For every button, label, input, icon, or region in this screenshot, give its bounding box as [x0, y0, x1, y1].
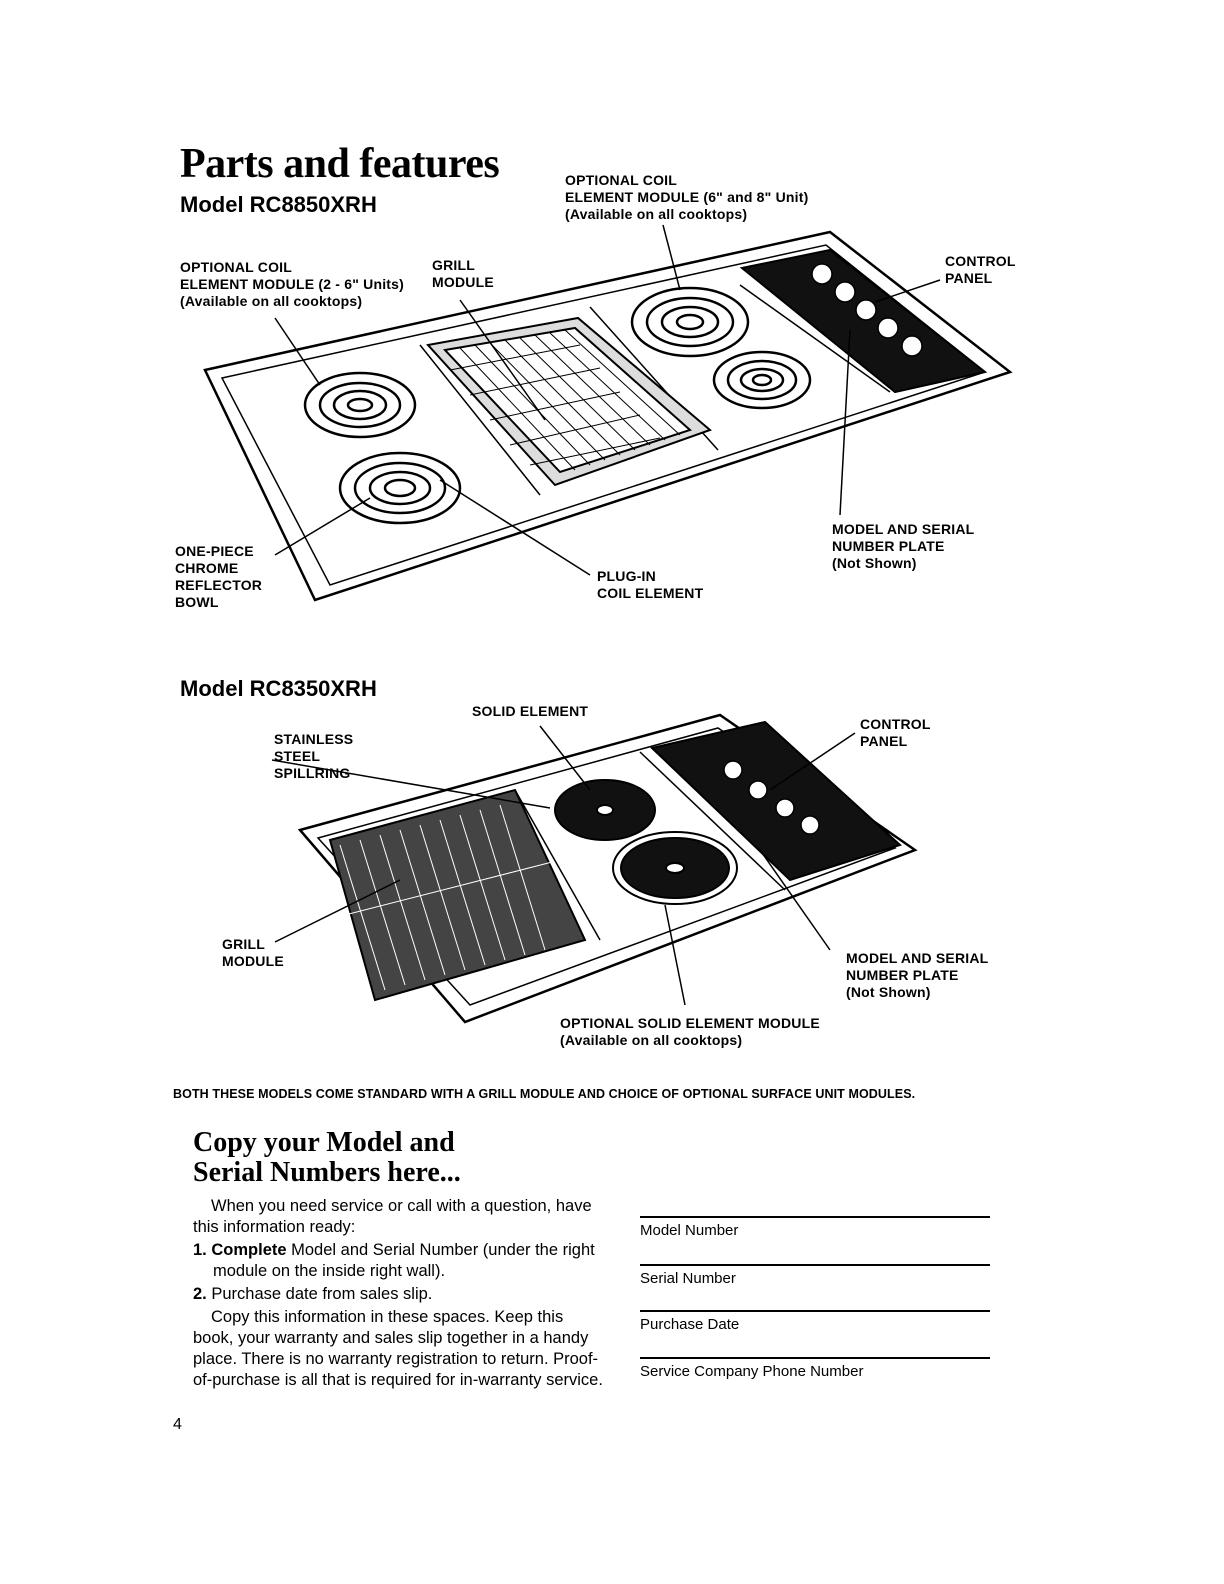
model-heading-rc8350xrh: Model RC8350XRH: [180, 676, 377, 701]
copy-intro: When you need service or call with a que…: [193, 1197, 592, 1236]
leader-lines-model1: [274, 224, 941, 576]
label-solid-element: SOLID ELEMENT: [472, 703, 589, 719]
label-optional-coil-top: OPTIONAL COIL ELEMENT MODULE (6" and 8" …: [565, 172, 809, 222]
service-phone-label: Service Company Phone Number: [640, 1363, 864, 1380]
serial-number-label: Serial Number: [640, 1270, 736, 1287]
page-number: 4: [173, 1416, 182, 1433]
copy-instructions: When you need service or call with a que…: [193, 1196, 605, 1391]
cooktop-rc8850xrh-drawing: [203, 224, 1013, 602]
item2-num: 2.: [193, 1285, 207, 1303]
service-phone-field[interactable]: Service Company Phone Number: [640, 1357, 990, 1380]
leader-lines-model2: [271, 725, 856, 1006]
control-knobs: [811, 263, 923, 357]
copy-outro: Copy this information in these spaces. K…: [193, 1308, 603, 1389]
copy-heading: Copy your Model and Serial Numbers here.…: [193, 1128, 461, 1188]
label-model-serial-plate-1: MODEL AND SERIAL NUMBER PLATE (Not Shown…: [832, 521, 975, 571]
label-optional-solid-module: OPTIONAL SOLID ELEMENT MODULE (Available…: [560, 1015, 820, 1048]
item1-rest: Model and Serial Number (under the right…: [213, 1241, 595, 1280]
copy-heading-line1: Copy your Model and: [193, 1127, 455, 1158]
model-number-field[interactable]: Model Number: [640, 1216, 990, 1239]
page-title: Parts and features: [180, 141, 500, 187]
label-grill-module-1: GRILL MODULE: [432, 257, 494, 290]
label-model-serial-plate-2: MODEL AND SERIAL NUMBER PLATE (Not Shown…: [846, 950, 989, 1000]
model-number-label: Model Number: [640, 1222, 739, 1239]
serial-number-field[interactable]: Serial Number: [640, 1264, 990, 1287]
label-control-panel-1: CONTROL PANEL: [945, 253, 1016, 286]
grill-grate-lines: [449, 329, 681, 471]
label-reflector-bowl: ONE-PIECE CHROME REFLECTOR BOWL: [175, 543, 263, 610]
item1-num: 1.: [193, 1241, 207, 1259]
label-control-panel-2: CONTROL PANEL: [860, 716, 931, 749]
control-knobs-2: [723, 760, 820, 835]
label-grill-module-2: GRILL MODULE: [222, 936, 284, 969]
model-heading-rc8850xrh: Model RC8850XRH: [180, 192, 377, 217]
models-note: BOTH THESE MODELS COME STANDARD WITH A G…: [173, 1087, 916, 1101]
cooktop-rc8350xrh-drawing: [271, 713, 918, 1024]
copy-heading-line2: Serial Numbers here...: [193, 1157, 461, 1188]
label-plug-in-coil: PLUG-IN COIL ELEMENT: [597, 568, 704, 601]
item1-bold: Complete: [211, 1241, 287, 1259]
purchase-date-label: Purchase Date: [640, 1316, 740, 1333]
copy-item-2: 2. Purchase date from sales slip.: [193, 1284, 605, 1305]
coil-burners: [303, 286, 812, 525]
copy-item-1: 1. Complete Model and Serial Number (und…: [193, 1240, 605, 1282]
label-spillring: STAINLESS STEEL SPILLRING: [274, 731, 354, 781]
solid-elements: [554, 779, 738, 905]
label-optional-coil-left: OPTIONAL COIL ELEMENT MODULE (2 - 6" Uni…: [180, 259, 404, 309]
purchase-date-field[interactable]: Purchase Date: [640, 1310, 990, 1333]
item2-text: Purchase date from sales slip.: [211, 1285, 433, 1303]
grill-grate-lines-2: [339, 804, 561, 991]
